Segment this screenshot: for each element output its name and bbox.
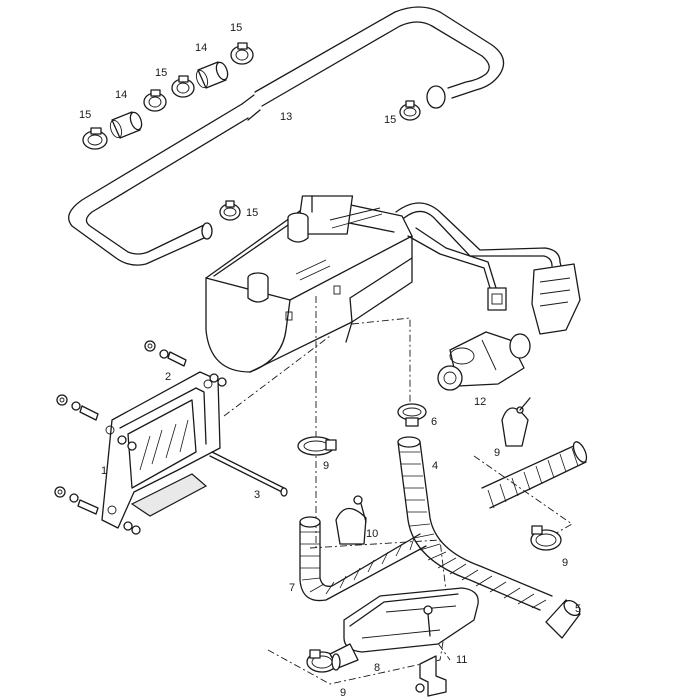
pipe-clip-9-a bbox=[297, 436, 337, 456]
label-5: 5 bbox=[575, 603, 581, 615]
label-9-b: 9 bbox=[494, 447, 500, 459]
label-15-a: 15 bbox=[79, 109, 91, 121]
label-15-b: 15 bbox=[155, 67, 167, 79]
pipe-clip-9-c bbox=[530, 525, 562, 551]
pipe-connector-14-a bbox=[109, 111, 143, 139]
label-7: 7 bbox=[289, 582, 295, 594]
hose-clamp-15-e bbox=[399, 100, 421, 121]
air-intake-pipe bbox=[481, 441, 588, 509]
bolts-and-nuts bbox=[54, 340, 227, 535]
exhaust-pipe-7 bbox=[299, 516, 427, 602]
pipe-clip-9-d bbox=[306, 649, 338, 673]
label-2: 2 bbox=[165, 371, 171, 383]
hose-clamp-15-c bbox=[171, 75, 195, 98]
label-10: 10 bbox=[366, 528, 378, 540]
hose-clamp-15-b bbox=[143, 89, 167, 112]
heater-unit bbox=[205, 195, 413, 373]
label-13: 13 bbox=[280, 111, 292, 123]
hose-clamp-15-a bbox=[82, 127, 108, 150]
label-9-a: 9 bbox=[323, 460, 329, 472]
pipe-connector-14-b bbox=[195, 61, 229, 89]
hose-clamp-15-f bbox=[219, 200, 241, 221]
bracket-11 bbox=[415, 605, 447, 697]
coolant-hose-13 bbox=[68, 6, 505, 266]
label-3: 3 bbox=[254, 489, 260, 501]
exhaust-pipe-4 bbox=[397, 436, 553, 611]
label-11: 11 bbox=[456, 654, 467, 666]
pipe-clip-6 bbox=[397, 403, 427, 427]
end-sleeve-5 bbox=[545, 599, 581, 639]
label-6: 6 bbox=[431, 416, 437, 428]
label-1: 1 bbox=[101, 465, 107, 477]
part-labels: 1 2 3 4 5 6 7 8 9 9 9 9 10 11 12 13 14 1… bbox=[79, 22, 581, 699]
label-14-b: 14 bbox=[195, 42, 207, 54]
label-9-c: 9 bbox=[562, 557, 568, 569]
label-15-e: 15 bbox=[246, 207, 258, 219]
pipe-clip-10 bbox=[335, 495, 367, 545]
label-12: 12 bbox=[474, 396, 486, 408]
water-pump-12 bbox=[437, 331, 531, 391]
hose-clamp-15-d bbox=[230, 42, 254, 65]
label-4: 4 bbox=[432, 460, 438, 472]
wiring-harness bbox=[395, 202, 581, 335]
pipe-clip-9-b bbox=[501, 397, 531, 447]
label-15-c: 15 bbox=[230, 22, 242, 34]
label-15-d: 15 bbox=[384, 114, 396, 126]
long-bolt-3 bbox=[209, 451, 288, 497]
label-9-d: 9 bbox=[340, 687, 346, 699]
mounting-bracket-1 bbox=[101, 371, 221, 529]
silencer-8 bbox=[329, 587, 479, 671]
label-14-a: 14 bbox=[115, 89, 127, 101]
label-8: 8 bbox=[374, 662, 380, 674]
